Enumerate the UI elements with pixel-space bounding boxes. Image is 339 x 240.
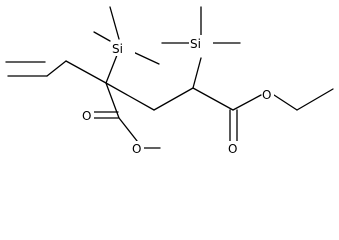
right-ester-o-ch2 (273, 94, 298, 111)
atom-o-right-ester: O (262, 88, 271, 102)
ch-ester-right-bond (192, 87, 234, 111)
ch2-ch-bond (153, 87, 194, 111)
right-ester-ethyl (296, 88, 334, 111)
atom-si-right: Si (190, 37, 201, 51)
allyl-bond-2 (46, 60, 67, 77)
atom-o-right-carbonyl: O (228, 142, 237, 156)
ch-si-right-bond (192, 57, 202, 89)
atom-si-left: Si (112, 42, 123, 56)
atom-labels: Si Si O O O O (82, 35, 274, 156)
atom-o-left-ester: O (132, 142, 141, 156)
atom-o-left-carbonyl: O (82, 109, 91, 123)
si-left-methyl-2 (93, 31, 111, 42)
c-ch2-bond (105, 82, 155, 111)
allyl-bond-3 (65, 60, 107, 84)
bond-lines (5, 6, 334, 149)
molecule-structure: Si Si O O O O (5, 6, 334, 156)
si-left-methyl-1 (109, 6, 120, 40)
c-ester-left-bond (105, 82, 120, 119)
right-ester-c-o (232, 94, 262, 111)
si-left-methyl-3 (130, 50, 160, 65)
